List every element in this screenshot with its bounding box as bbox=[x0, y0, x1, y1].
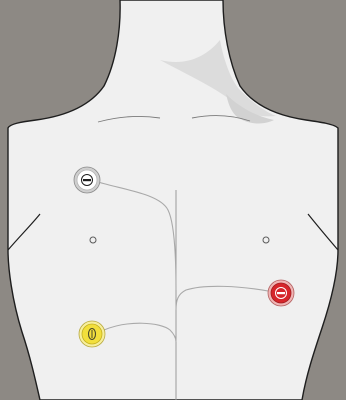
yellow-electrode-icon bbox=[79, 321, 105, 347]
red-electrode-icon bbox=[268, 280, 294, 306]
white-electrode-icon bbox=[74, 167, 100, 193]
